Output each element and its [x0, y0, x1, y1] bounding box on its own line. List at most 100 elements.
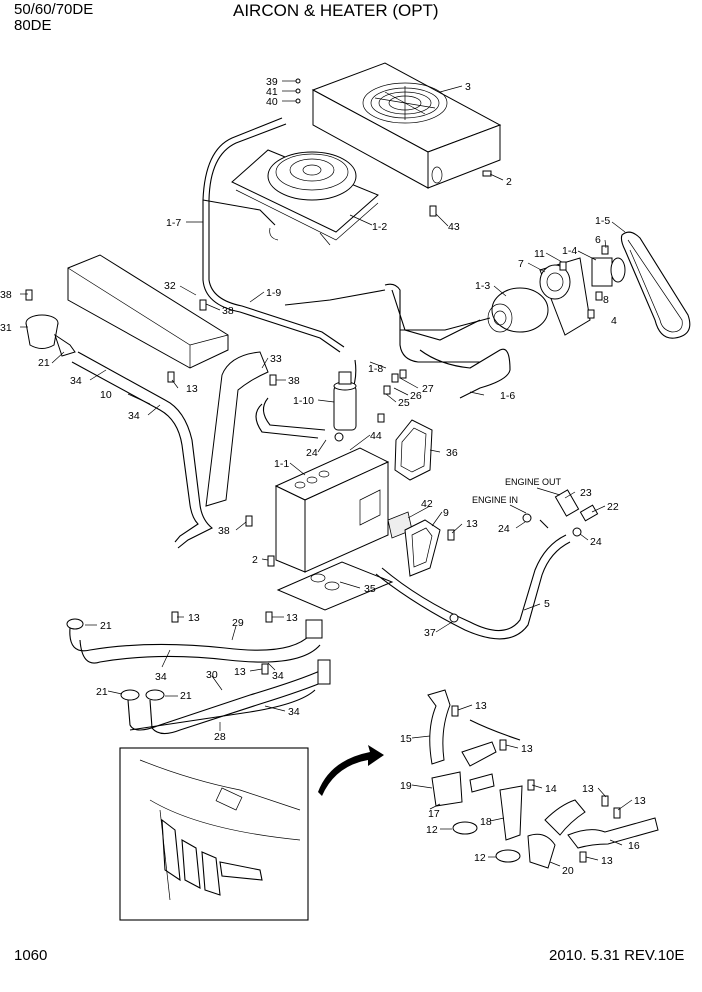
callout-7: 7	[518, 258, 524, 270]
page-number: 1060	[14, 947, 48, 964]
callout-1-2: 1-2	[372, 221, 387, 233]
callout-5: 5	[544, 598, 550, 610]
callout-1-3: 1-3	[475, 280, 490, 292]
callout-34: 34	[272, 670, 284, 682]
callout-35: 35	[364, 583, 376, 595]
compressor	[487, 257, 626, 336]
callout-11: 11	[534, 248, 545, 260]
revision-date: 2010. 5.31 REV.10E	[549, 947, 685, 964]
callout-33: 33	[270, 353, 282, 365]
callout-43: 43	[448, 221, 460, 233]
callout-21: 21	[96, 686, 108, 698]
callout-1-8: 1-8	[368, 363, 383, 375]
callout-15: 15	[400, 733, 412, 745]
engine-in-label: ENGINE IN	[472, 495, 518, 505]
callout-19: 19	[400, 780, 412, 792]
callout-34: 34	[155, 671, 167, 683]
callout-20: 20	[562, 865, 574, 877]
callout-39: 39	[266, 76, 278, 88]
callout-29: 29	[232, 617, 244, 629]
callout-13: 13	[188, 612, 200, 624]
callout-18: 18	[480, 816, 492, 828]
leader-lines	[20, 80, 633, 867]
callout-30: 30	[206, 669, 218, 681]
callout-12: 12	[474, 852, 486, 864]
hose-cover	[67, 254, 229, 369]
callout-1-5: 1-5	[595, 215, 610, 227]
lower-hoses	[66, 618, 331, 735]
callout-40: 40	[266, 96, 278, 108]
callout-27: 27	[422, 383, 434, 395]
fasteners	[25, 78, 621, 863]
callout-34: 34	[128, 410, 140, 422]
page-title: AIRCON & HEATER (OPT)	[233, 1, 439, 20]
inset-cab-view	[119, 747, 309, 921]
callout-42: 42	[421, 498, 433, 510]
callout-38: 38	[222, 305, 234, 317]
heater-hose-upper	[25, 314, 214, 549]
callout-23: 23	[580, 487, 592, 499]
callout-22: 22	[607, 501, 619, 513]
callout-13: 13	[475, 700, 487, 712]
callout-2: 2	[506, 176, 512, 188]
callout-labels: 39 41 40 3 2 1-7 1-2 43 1-5 6 11 1-4 7 1…	[0, 76, 646, 877]
callout-32: 32	[164, 280, 176, 292]
callout-13: 13	[601, 855, 613, 867]
callout-13: 13	[521, 743, 533, 755]
callout-34: 34	[70, 375, 82, 387]
callout-24: 24	[498, 523, 510, 535]
callout-34: 34	[288, 706, 300, 718]
callout-13: 13	[634, 795, 646, 807]
callout-3: 3	[465, 81, 471, 93]
louvre	[404, 519, 441, 577]
callout-13: 13	[234, 666, 246, 678]
callout-36: 36	[446, 447, 458, 459]
duct-assembly	[427, 689, 659, 869]
callout-37: 37	[424, 627, 436, 639]
callout-17: 17	[428, 808, 440, 820]
callout-26: 26	[410, 390, 422, 402]
pointer-arrow	[318, 745, 384, 796]
heater-unit	[274, 447, 390, 573]
engine-hoses	[375, 489, 599, 640]
callout-21: 21	[100, 620, 112, 632]
callout-24: 24	[590, 536, 602, 548]
gasket	[394, 419, 433, 481]
callout-6: 6	[595, 234, 601, 246]
model-line-2: 80DE	[14, 17, 52, 34]
callout-1-10: 1-10	[293, 395, 314, 407]
callout-13: 13	[186, 383, 198, 395]
callout-1-9: 1-9	[266, 287, 281, 299]
callout-16: 16	[628, 840, 640, 852]
receiver-drier	[333, 371, 357, 431]
condenser-unit	[311, 62, 502, 189]
callout-41: 41	[266, 86, 278, 98]
callout-13: 13	[466, 518, 478, 530]
callout-38: 38	[0, 289, 12, 301]
duct-cover	[205, 351, 269, 507]
callout-38: 38	[218, 525, 230, 537]
callout-25: 25	[398, 397, 410, 409]
callout-1-4: 1-4	[562, 245, 577, 257]
callout-21: 21	[180, 690, 192, 702]
callout-31: 31	[0, 322, 12, 334]
callout-13: 13	[582, 783, 594, 795]
callout-12: 12	[426, 824, 438, 836]
callout-28: 28	[214, 731, 226, 743]
callout-14: 14	[545, 783, 557, 795]
callout-8: 8	[603, 294, 609, 306]
callout-10: 10	[100, 389, 112, 401]
callout-21: 21	[38, 357, 50, 369]
floor-plate	[276, 561, 394, 611]
callout-38: 38	[288, 375, 300, 387]
callout-1-7: 1-7	[166, 217, 181, 229]
callout-1-6: 1-6	[500, 390, 515, 402]
blower-fan-frame	[231, 149, 379, 246]
callout-4: 4	[611, 315, 617, 327]
callout-13: 13	[286, 612, 298, 624]
v-belt	[620, 231, 691, 339]
callout-44: 44	[370, 430, 382, 442]
callout-1-1: 1-1	[274, 458, 289, 470]
callout-24: 24	[306, 447, 318, 459]
